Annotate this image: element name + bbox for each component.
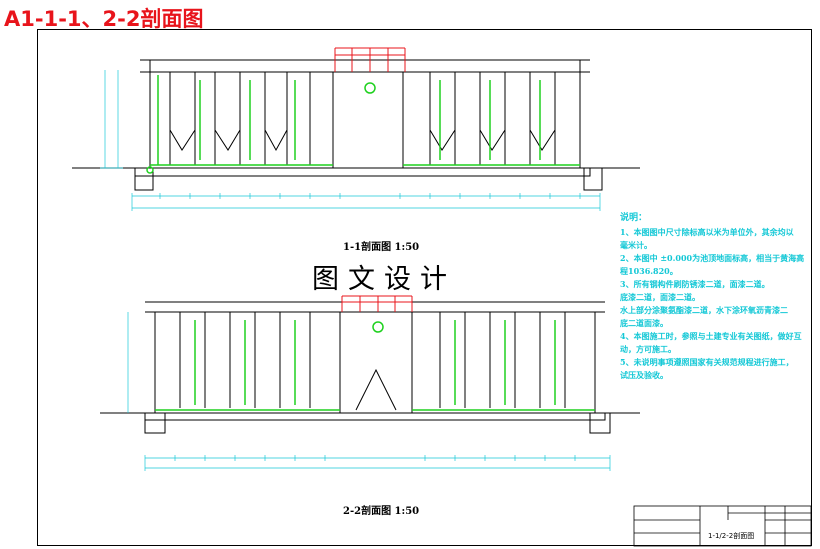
section-2-2-pipes [155, 320, 595, 411]
section-2-2-dimensions [127, 312, 610, 469]
notes-heading: 说明： [620, 213, 648, 223]
notes-line: 动，方可施工。 [620, 344, 676, 354]
notes-line: 底漆二道，面漆二道。 [620, 292, 700, 302]
section-2-2-structure [100, 301, 640, 434]
notes-line: 1、本图图中尺寸除标高以米为单位外，其余均以 [620, 227, 794, 237]
notes-line: 2、本图中 ±0.000为池顶地面标高，相当于黄海高 [620, 253, 805, 263]
notes-line: 4、本图施工时，参照与土建专业有关图纸，做好互 [620, 331, 802, 341]
notes-line: 试压及验收。 [620, 370, 668, 380]
notes-line: 底二道面漆。 [620, 318, 668, 328]
notes-line: 水上部分涂聚氨酯漆二道，水下涂环氧沥青漆二 [620, 305, 788, 315]
notes-line: 程1036.820。 [620, 266, 678, 276]
section-1-1-dim-ticks [131, 193, 601, 211]
drawing-title: A1-1-1、2-2剖面图 [4, 7, 204, 31]
section-1-1-dimensions [100, 70, 600, 209]
notes-line: 3、所有钢构件刷防锈漆二道，面漆二道。 [620, 279, 770, 289]
title-block-drawing-name: 1-1/2-2剖面图 [708, 532, 755, 540]
section-1-1-caption: 1-1剖面图 1:50 [343, 242, 420, 253]
section-2-2-handrail [341, 295, 413, 312]
sheet-border [37, 29, 812, 546]
watermark: 图文设计 [312, 264, 456, 295]
title-block-frame [633, 505, 812, 547]
section-2-2-dim-ticks [144, 455, 611, 471]
section-1-1-pipes [146, 75, 580, 174]
design-notes: 说明： 1、本图图中尺寸除标高以米为单位外，其余均以 毫米计。 2、本图中 ±0… [620, 212, 810, 382]
section-1-1-structure [72, 59, 640, 191]
notes-line: 毫米计。 [620, 240, 652, 250]
section-2-2-caption: 2-2剖面图 1:50 [343, 506, 420, 517]
notes-line: 5、未说明事项遵照国家有关规范规程进行施工， [620, 357, 794, 367]
section-1-1-handrail [334, 47, 406, 72]
